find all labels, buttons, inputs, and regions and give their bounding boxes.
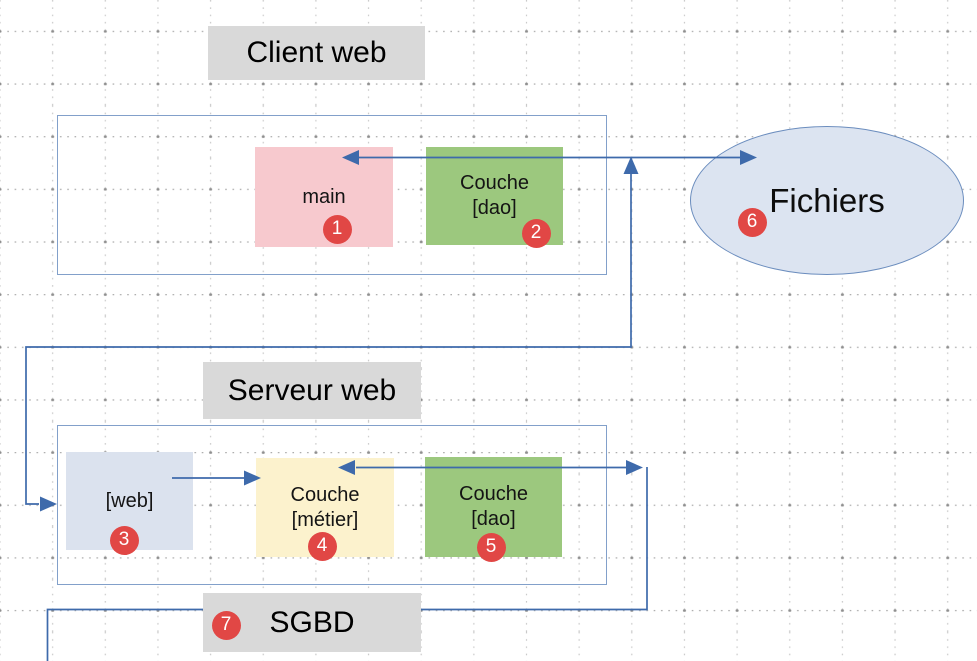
client-web-title: Client web bbox=[208, 26, 425, 80]
step-badge-7: 7 bbox=[211, 610, 241, 640]
node-client-dao-label-line1: Couche bbox=[460, 172, 529, 194]
step-badge-1: 1 bbox=[322, 214, 352, 244]
serveur-web-title-label: Serveur web bbox=[227, 373, 397, 407]
sgbd-title-label: SGBD bbox=[269, 605, 355, 639]
node-metier-label-line1: Couche bbox=[290, 483, 360, 506]
step-badge-5: 5 bbox=[476, 532, 506, 562]
node-metier-label-line2: [métier] bbox=[291, 508, 359, 531]
fichiers-ellipse: Fichiers bbox=[690, 126, 964, 275]
node-client-dao-label-line2: [dao] bbox=[472, 197, 517, 219]
step-badge-4: 4 bbox=[307, 531, 337, 561]
serveur-web-title: Serveur web bbox=[203, 362, 421, 419]
fichiers-label: Fichiers bbox=[769, 181, 885, 219]
node-serveur-dao-label-line1: Couche bbox=[459, 483, 528, 505]
node-serveur-dao-label-line2: [dao] bbox=[471, 508, 516, 530]
sgbd-title: SGBD bbox=[203, 593, 421, 652]
node-web-label: [web] bbox=[105, 489, 154, 512]
node-main-label: main bbox=[302, 185, 346, 208]
client-web-title-label: Client web bbox=[246, 36, 387, 69]
step-badge-3: 3 bbox=[109, 525, 139, 555]
step-badge-2: 2 bbox=[521, 218, 551, 248]
step-badge-6: 6 bbox=[737, 207, 767, 237]
